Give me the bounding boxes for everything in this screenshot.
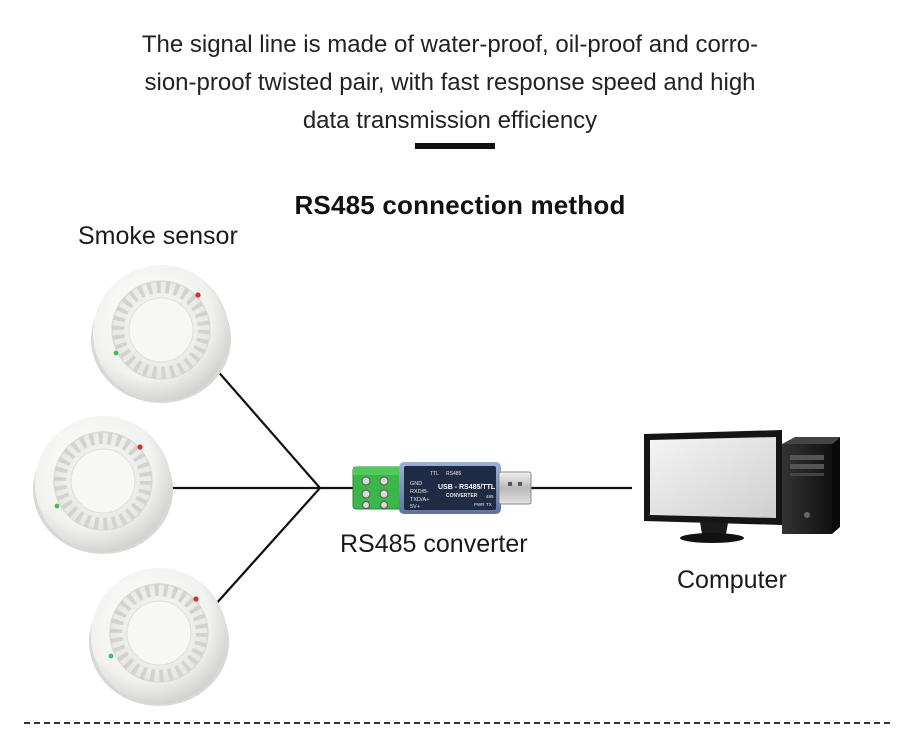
- intro-line-3: data transmission efficiency: [302, 107, 598, 134]
- led-green-icon: [54, 503, 60, 509]
- led-green-icon: [108, 653, 114, 659]
- pin-gnd-text: GND: [410, 481, 422, 487]
- smoke-sensor-3: [89, 568, 229, 706]
- intro-line-2: sion-proof twisted pair, with fast respo…: [144, 69, 756, 96]
- smoke-sensor-1: [91, 265, 231, 403]
- tag-tx-text: TX: [486, 502, 492, 507]
- section-title: RS485 connection method: [294, 190, 626, 220]
- intro-line-1: The signal line is made of water-proof, …: [141, 31, 759, 58]
- computer-label: Computer: [677, 566, 787, 594]
- converter-model-text: USB - RS485/TTL: [438, 484, 496, 491]
- led-red-icon: [195, 292, 201, 298]
- rs485-converter: GND RXD/B- TXD/A+ 5V+ TTL RS485 USB - RS…: [352, 462, 532, 514]
- wire-sensor-1: [214, 367, 321, 489]
- pin-rxd-text: RXD/B-: [410, 489, 429, 495]
- tag-485-text: 485: [486, 494, 494, 499]
- led-red-icon: [193, 596, 199, 602]
- smoke-sensor-label: Smoke sensor: [78, 222, 238, 250]
- led-green-icon: [113, 350, 119, 356]
- signal-wires: [172, 367, 632, 606]
- tag-rs485-text: RS485: [446, 471, 462, 477]
- led-red-icon: [137, 444, 143, 450]
- pin-txd-text: TXD/A+: [410, 497, 429, 503]
- smoke-sensor-2: [33, 416, 173, 554]
- intro-text: The signal line is made of water-proof, …: [0, 26, 900, 140]
- tag-pwr-text: PWR: [474, 502, 485, 507]
- bottom-dashed-divider: [24, 722, 890, 724]
- wire-sensor-3: [214, 487, 321, 606]
- converter-sub-text: CONVERTER: [446, 493, 478, 499]
- pin-5v-text: 5V+: [410, 504, 420, 510]
- tag-ttl-text: TTL: [430, 471, 439, 477]
- computer-icon: [644, 430, 840, 543]
- converter-label: RS485 converter: [340, 530, 528, 558]
- title-underline: [415, 143, 495, 149]
